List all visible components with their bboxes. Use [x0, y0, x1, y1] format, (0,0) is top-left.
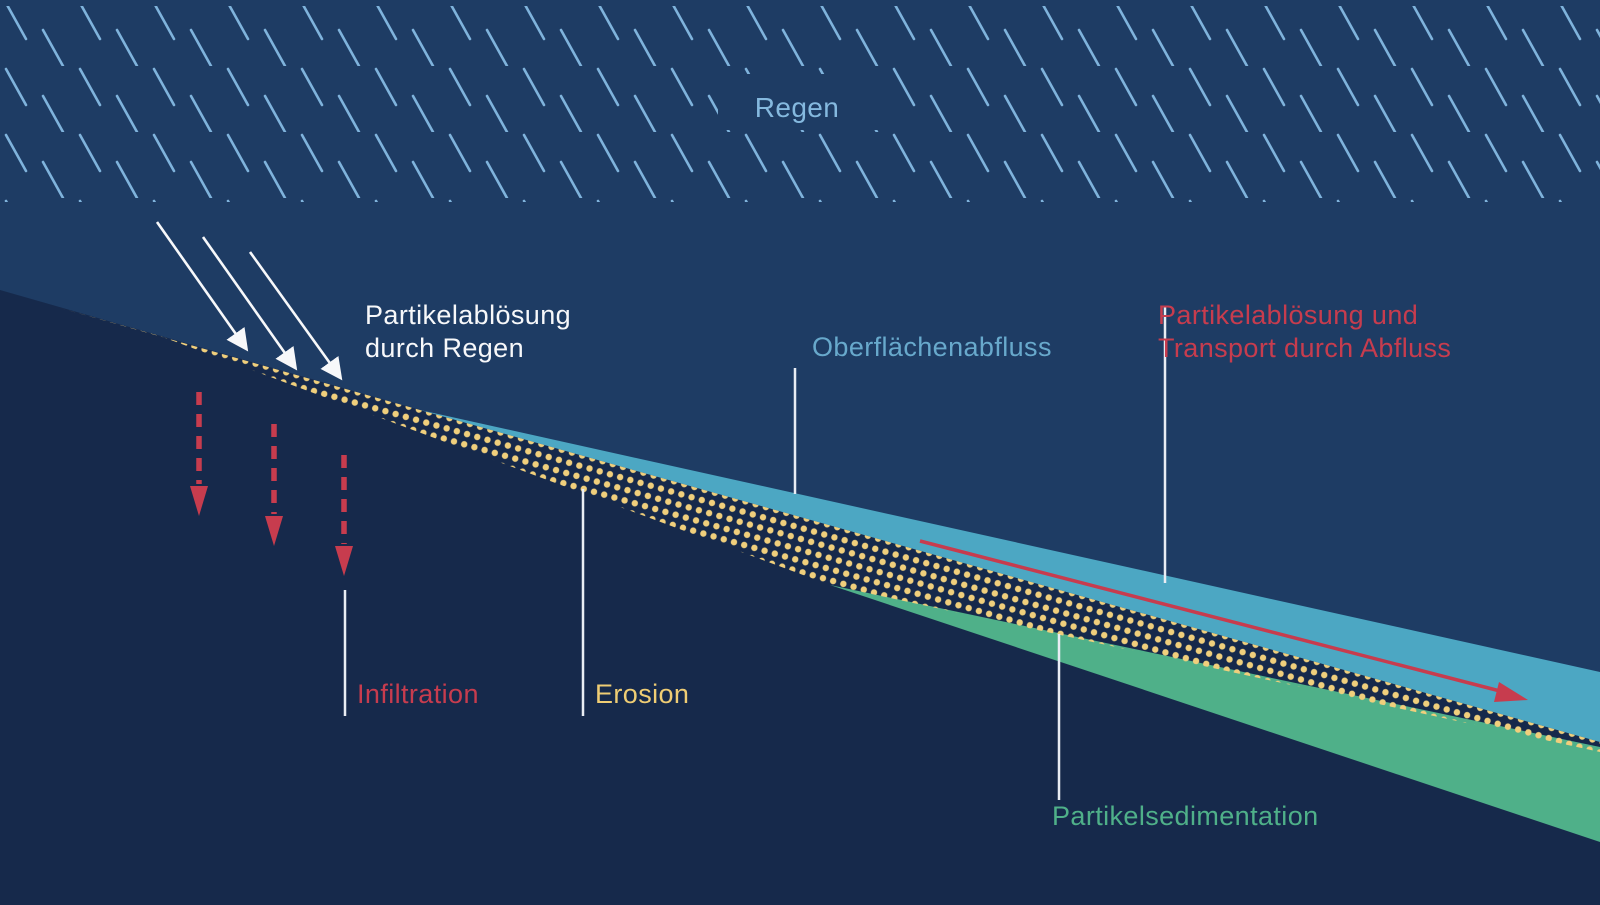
surface-runoff-label: Oberflächenabfluss — [812, 332, 1052, 362]
rain-impact-arrows — [155, 221, 343, 381]
erosion-label: Erosion — [595, 679, 689, 709]
sedimentation-label: Partikelsedimentation — [1052, 801, 1319, 831]
detachment-by-rain-label-line1: Partikelablösung — [365, 300, 571, 330]
detachment-transport-label-line2: Transport durch Abfluss — [1158, 333, 1451, 363]
rain-impact-arrow-icon — [248, 251, 343, 381]
rain-label: Regen — [755, 92, 840, 123]
detachment-transport-label-line1: Partikelablösung und — [1158, 300, 1418, 330]
sedimentation-band — [830, 585, 1600, 842]
infiltration-arrowhead-icon — [335, 546, 353, 576]
rain-label-backdrop — [718, 74, 878, 130]
infiltration-label: Infiltration — [357, 679, 479, 709]
ground-slope — [0, 290, 1600, 905]
infiltration-arrowhead-icon — [190, 486, 208, 516]
rain-impact-arrow-icon — [201, 236, 298, 371]
transport-arrow-line-icon — [919, 539, 1501, 693]
transport-arrowhead-icon — [1494, 682, 1528, 702]
infiltration-arrowhead-icon — [265, 516, 283, 546]
rain-impact-arrow-icon — [155, 221, 249, 352]
transport-arrow — [919, 539, 1528, 702]
particle-band — [60, 308, 1600, 752]
infiltration-arrows — [190, 392, 353, 576]
leader-lines — [343, 306, 1167, 800]
detachment-by-rain-label-line2: durch Regen — [365, 333, 524, 363]
